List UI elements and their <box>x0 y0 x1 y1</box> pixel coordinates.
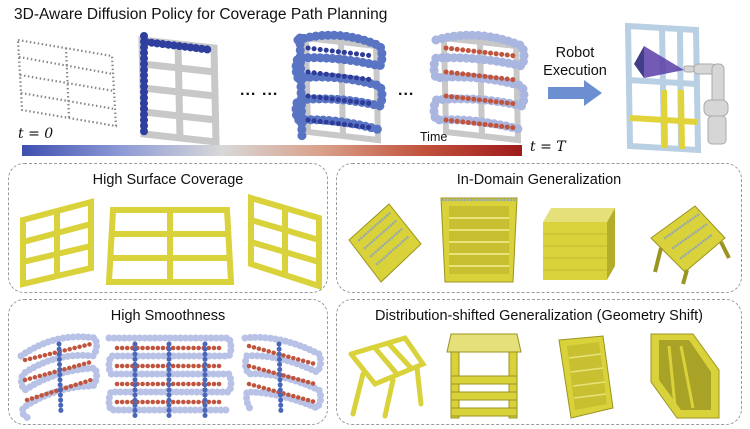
panel-distribution-shift: Distribution-shifted Generalization (Geo… <box>336 299 742 425</box>
right-arrow <box>548 80 602 106</box>
ellipsis-3: ... <box>398 82 415 99</box>
object-tilted-panel <box>558 335 614 419</box>
smooth-path-left <box>17 333 101 422</box>
object-tilted-stool <box>650 205 731 285</box>
noisy-point-frame <box>16 38 118 128</box>
object-shelf-stand <box>446 333 522 419</box>
yellow-frame-right <box>248 193 322 291</box>
timeline-end-label: t = T <box>530 139 566 155</box>
panel-smoothness: High Smoothness <box>8 299 328 425</box>
ellipsis-2: ... <box>262 82 279 99</box>
object-deep-tray <box>650 333 720 419</box>
yellow-frame-left <box>20 198 94 288</box>
stage-blue-path <box>291 30 387 144</box>
stage-partial-path <box>138 32 220 146</box>
yellow-frame-center <box>105 207 235 285</box>
stage-final-path <box>429 30 529 144</box>
ellipsis-1: ... <box>240 82 257 99</box>
timeline-axis-label: Time <box>420 130 448 144</box>
figure-title: 3D-Aware Diffusion Policy for Coverage P… <box>14 6 388 23</box>
object-crate-top <box>440 197 518 283</box>
timeline-gradient-bar <box>22 145 522 156</box>
robot-execution-label: Robot Execution <box>543 45 607 79</box>
panel-title: High Smoothness <box>110 308 226 324</box>
robot-scene <box>624 22 729 154</box>
panel-title: High Surface Coverage <box>92 172 244 188</box>
panel-surface-coverage: High Surface Coverage <box>8 163 328 293</box>
timeline-start-label: t = 0 <box>18 126 54 142</box>
object-chair-frame <box>348 335 427 419</box>
object-tilted-rack <box>348 203 422 283</box>
panel-in-domain: In-Domain Generalization <box>336 163 742 293</box>
panel-title: Distribution-shifted Generalization (Geo… <box>375 308 703 324</box>
smooth-path-right <box>241 333 325 417</box>
smooth-path-center <box>105 334 235 419</box>
object-cube <box>543 208 615 280</box>
panel-title: In-Domain Generalization <box>456 172 622 188</box>
